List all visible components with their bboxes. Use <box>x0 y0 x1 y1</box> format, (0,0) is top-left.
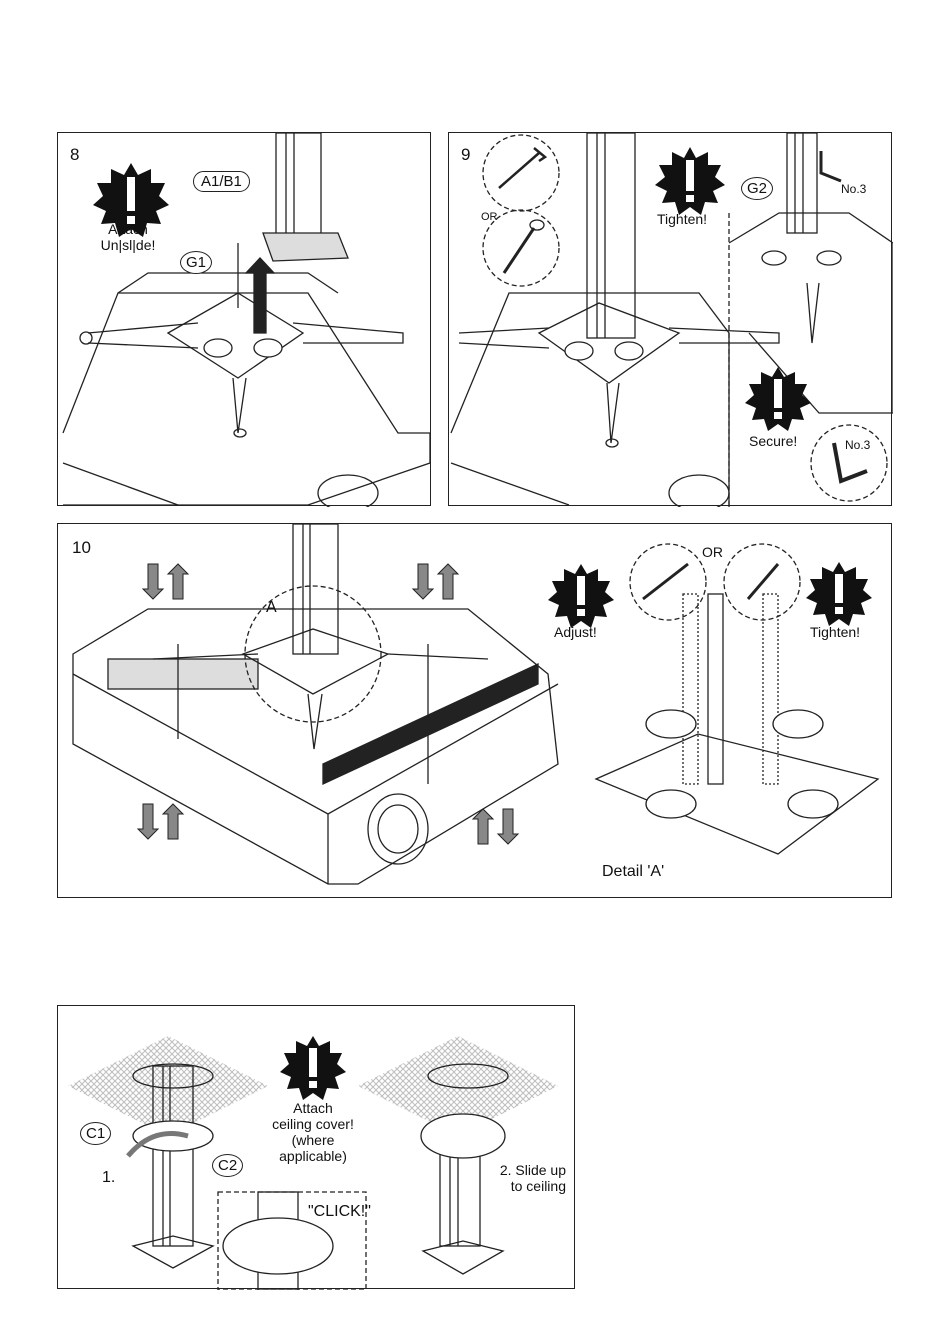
warning-burst-icon <box>653 145 727 219</box>
secure-label: Secure! <box>749 433 797 449</box>
step-8-panel: 8 Attach Un|sl|de! A1/B1 G1 <box>57 132 431 506</box>
warning-label: Attach Un|sl|de! <box>88 221 168 253</box>
step-number: 10 <box>72 538 91 558</box>
tool-label: No.3 <box>841 181 866 197</box>
step-10-panel: 10 A Adjust! OR Tighten! Detail 'A' <box>57 523 892 898</box>
tighten-label: Tighten! <box>657 211 707 227</box>
part-callout-c2: C2 <box>212 1154 243 1177</box>
step-11-panel: C1 C2 1. Attach ceiling cover! (where ap… <box>57 1005 575 1289</box>
tighten-label: Tighten! <box>810 624 860 640</box>
step-number: 9 <box>461 145 470 165</box>
warning-burst-icon <box>278 1034 348 1104</box>
part-callout-g1: G1 <box>180 251 212 274</box>
tool-label-inset: No.3 <box>845 437 870 453</box>
step-a-label: 1. <box>102 1170 115 1186</box>
step-number: 8 <box>70 145 79 165</box>
or-label: OR <box>481 209 498 225</box>
warning-burst-icon <box>546 562 616 632</box>
adjust-label: Adjust! <box>554 624 597 640</box>
step-b-label: 2. Slide up to ceiling <box>478 1162 566 1194</box>
warning-burst-icon <box>743 365 813 435</box>
step-9-panel: 9 OR Tighten! G2 No.3 Secure! No.3 <box>448 132 892 506</box>
step-10-illustration <box>58 524 893 899</box>
part-callout-c1: C1 <box>80 1122 111 1145</box>
warning-label: Attach ceiling cover! (where applicable) <box>258 1100 368 1164</box>
or-label: OR <box>702 544 723 560</box>
detail-callout: A <box>266 600 277 616</box>
warning-burst-icon <box>804 560 874 630</box>
detail-caption: Detail 'A' <box>602 864 664 880</box>
part-callout-a1b1: A1/B1 <box>193 171 250 192</box>
click-label: "CLICK!" <box>308 1204 371 1220</box>
part-callout-g2: G2 <box>741 177 773 200</box>
